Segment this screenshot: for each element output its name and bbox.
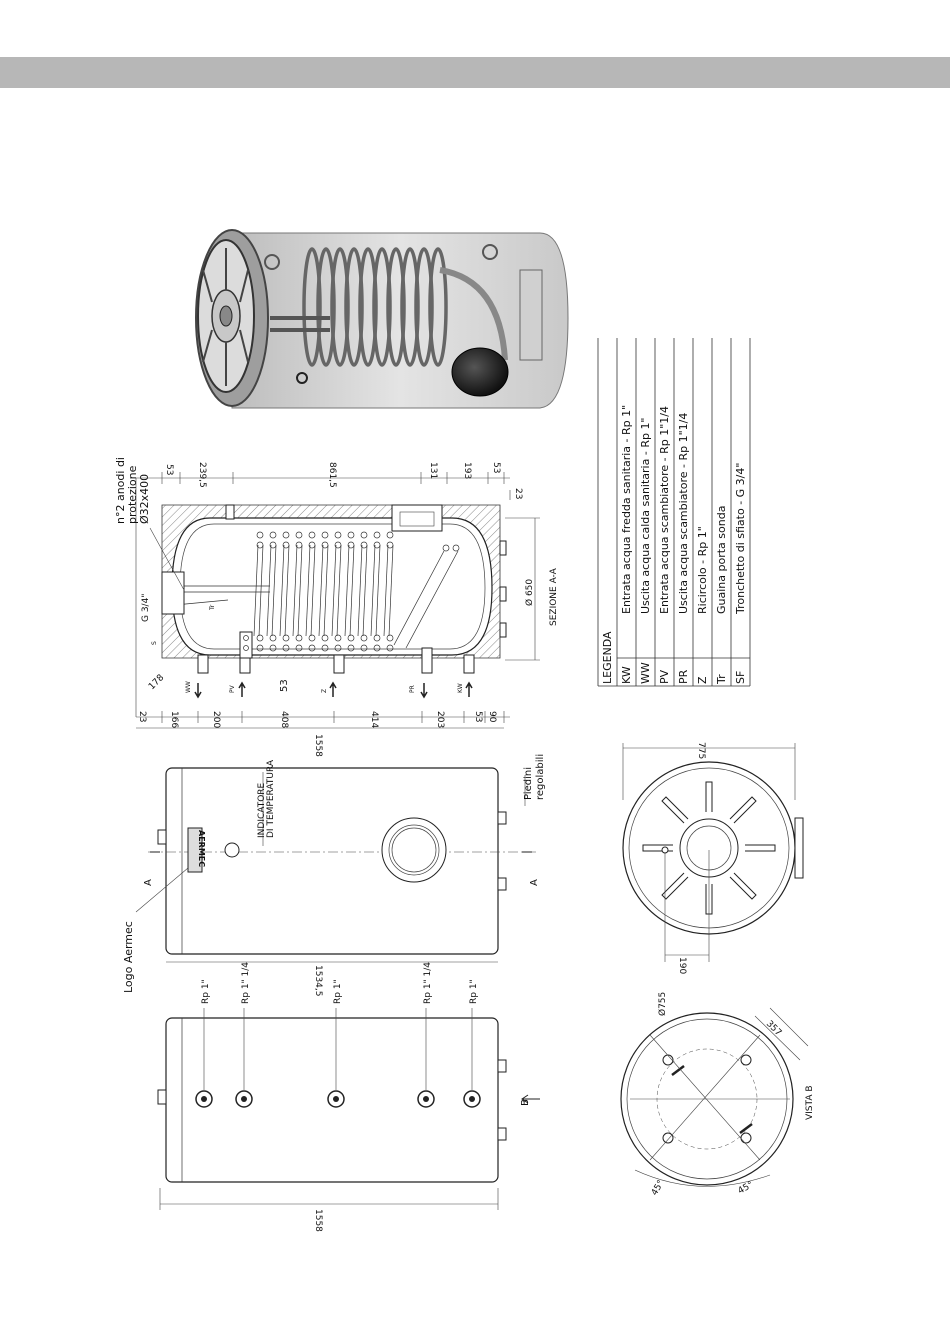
legend-text-ww: Uscita acqua calda sanitaria - Rp 1" [639, 418, 652, 615]
header-bar [0, 57, 950, 88]
section-marker-a-right: A [529, 879, 540, 886]
logo-aermec: AERMEC [197, 830, 206, 867]
conn-ww: WW [185, 681, 192, 693]
temperature-indicator-line-1: INDICATORE [257, 782, 267, 838]
legend-code-pv: PV [658, 669, 671, 684]
bottom-dim-3: 408 [279, 711, 289, 728]
top-dim-5: 53 [491, 462, 501, 473]
section-total: 1558 [313, 734, 323, 757]
vista-b-angle-2: 45° [737, 1180, 756, 1197]
vista-b-357: 357 [764, 1019, 783, 1038]
top-dim-3: 131 [428, 462, 438, 479]
dim-53: 53 [279, 679, 290, 692]
bottom-dim-5: 203 [435, 711, 445, 728]
bottom-dim-0: 23 [137, 711, 147, 722]
legend-code-pr: PR [677, 669, 690, 684]
legend-text-tr: Guaina porta sonda [715, 506, 728, 614]
bottom-dim-4: 414 [369, 711, 379, 728]
vista-b [620, 1007, 809, 1187]
diameter-650: Ø 650 [524, 579, 535, 606]
bottom-conn-label-5: Rp 1" [469, 979, 479, 1004]
legend-code-sf: SF [734, 671, 747, 684]
end-view-190: 190 [677, 957, 687, 974]
legend-text-sf: Tronchetto di sfiato - G 3/4" [734, 463, 747, 615]
front-view [148, 767, 536, 963]
end-view-width: 775 [696, 742, 706, 759]
legend-table [597, 338, 751, 687]
legend-text-pv: Entrata acqua scambiatore - Rp 1"1/4 [658, 406, 671, 614]
end-view [622, 743, 804, 962]
view-marker-b: B [520, 1099, 531, 1106]
top-dim-0: 53 [164, 464, 174, 475]
legend-code-z: Z [696, 676, 709, 684]
vista-b-angle-1: 45° [650, 1179, 667, 1198]
feet-line-1: Piedini [523, 767, 534, 800]
bottom-dim-6: 53 [473, 711, 483, 722]
anodes-line-1: n°2 anodi di [114, 457, 127, 524]
section-a-a [135, 472, 540, 729]
anodes-line-3: Ø32x400 [138, 474, 151, 524]
bottom-dim-1: 166 [169, 711, 179, 728]
bottom-conn-label-4: Rp 1" 1/4 [423, 962, 433, 1004]
legend-text-pr: Uscita acqua scambiatore - Rp 1"1/4 [677, 413, 690, 614]
legend-text-z: Ricircolo - Rp 1" [696, 526, 709, 614]
legend-code-tr: Tr [715, 674, 728, 685]
section-marker-a-left: A [143, 879, 154, 886]
logo-callout: Logo Aermec [122, 921, 135, 993]
bottom-dim-7: 90 [487, 711, 497, 723]
tr-label: Tr [209, 604, 216, 611]
vista-b-diameter: Ø755 [657, 992, 668, 1016]
right-dim-23: 23 [513, 488, 523, 499]
legend-text-kw: Entrata acqua fredda sanitaria - Rp 1" [620, 405, 633, 614]
tank-3d-render [195, 229, 569, 409]
bottom-conn-label-3: Rp 1" [333, 979, 343, 1004]
front-length: 1534,5 [313, 965, 323, 997]
vista-b-title: VISTA B [805, 1085, 815, 1120]
legend-code-ww: WW [639, 662, 652, 684]
temperature-indicator-line-2: DI TEMPERATURA [266, 759, 276, 838]
bottom-view [157, 1008, 540, 1210]
bottom-conn-label-2: Rp 1" 1/4 [241, 962, 251, 1004]
g34-label: G 3/4" [141, 594, 151, 622]
conn-z: Z [321, 689, 328, 693]
top-dim-1: 239,5 [197, 462, 207, 488]
anodes-line-2: protezione [126, 465, 139, 524]
conn-pr: PR [409, 685, 416, 693]
section-title: SEZIONE A-A [549, 567, 559, 626]
legend-title: LEGENDA [601, 631, 614, 684]
bottom-length: 1558 [313, 1209, 323, 1232]
feet-line-2: regolabili [535, 754, 546, 800]
s-label: S [151, 641, 158, 645]
dim-178: 178 [147, 673, 166, 692]
bottom-dim-2: 200 [211, 711, 221, 728]
top-dim-2: 861,5 [327, 462, 337, 488]
top-dim-4: 193 [462, 462, 472, 479]
legend-code-kw: KW [620, 666, 633, 684]
conn-kw: KW [457, 683, 464, 693]
bottom-conn-label-1: Rp 1" [201, 979, 211, 1004]
conn-pv: PV [229, 684, 236, 693]
